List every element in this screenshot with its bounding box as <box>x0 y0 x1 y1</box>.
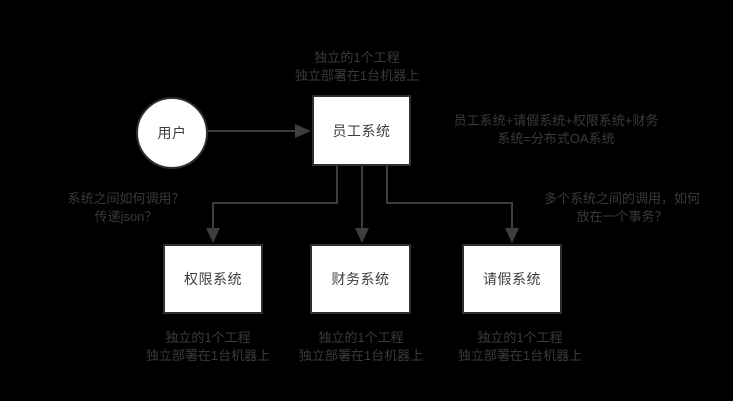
node-employee-system: 员工系统 <box>312 95 411 166</box>
node-user-label: 用户 <box>157 125 187 141</box>
node-permission-system: 权限系统 <box>163 244 263 314</box>
annotation-line: 独立部署在1台机器上 <box>294 68 420 83</box>
arrowhead-right-icon <box>295 124 311 138</box>
connector-employee-to-permission <box>206 166 338 243</box>
annotation-line: 独立部署在1台机器上 <box>298 348 424 363</box>
annotation-line: 员工系统+请假系统+权限系统+财务 <box>453 113 659 128</box>
annotation-line: 独立的1个工程 <box>314 50 400 65</box>
annotation-line: 独立的1个工程 <box>165 330 251 345</box>
node-finance-system: 财务系统 <box>310 244 411 314</box>
annotation-line: 系统之间如何调用？ <box>67 191 185 206</box>
node-finance-label: 财务系统 <box>331 271 390 287</box>
node-permission-label: 权限系统 <box>184 271 242 287</box>
annotation-line: 多个系统之间的调用，如何 <box>543 191 700 206</box>
node-leave-label: 请假系统 <box>483 271 541 287</box>
annotation-line: 独立的1个工程 <box>318 330 404 345</box>
connector-user-to-employee <box>208 124 311 138</box>
annotation-line: 传递json？ <box>94 209 158 224</box>
annotation-line: 独立部署在1台机器上 <box>457 348 583 363</box>
arrowhead-down-icon <box>505 228 519 243</box>
annotation-line: 独立的1个工程 <box>477 330 563 345</box>
annotation-leave-deployment: 独立的1个工程 独立部署在1台机器上 <box>450 329 590 365</box>
annotation-finance-deployment: 独立的1个工程 独立部署在1台机器上 <box>291 329 431 365</box>
annotation-line: 独立部署在1台机器上 <box>145 348 271 363</box>
arrowhead-down-icon <box>206 228 220 243</box>
node-leave-system: 请假系统 <box>462 244 562 314</box>
arrowhead-down-icon <box>355 228 369 243</box>
annotation-oa-formula: 员工系统+请假系统+权限系统+财务 系统=分布式OA系统 <box>436 112 676 148</box>
annotation-call-question: 系统之间如何调用？ 传递json？ <box>36 190 216 226</box>
annotation-line: 系统=分布式OA系统 <box>497 131 615 146</box>
connector-employee-to-finance <box>355 166 369 243</box>
annotation-permission-deployment: 独立的1个工程 独立部署在1台机器上 <box>138 329 278 365</box>
connector-employee-to-leave <box>386 166 519 243</box>
annotation-line: 放在一个事务？ <box>576 209 668 224</box>
node-employee-label: 员工系统 <box>332 122 391 139</box>
annotation-transaction-question: 多个系统之间的调用，如何 放在一个事务？ <box>532 190 712 226</box>
node-user: 用户 <box>136 97 208 169</box>
annotation-employee-deployment: 独立的1个工程 独立部署在1台机器上 <box>237 49 477 85</box>
